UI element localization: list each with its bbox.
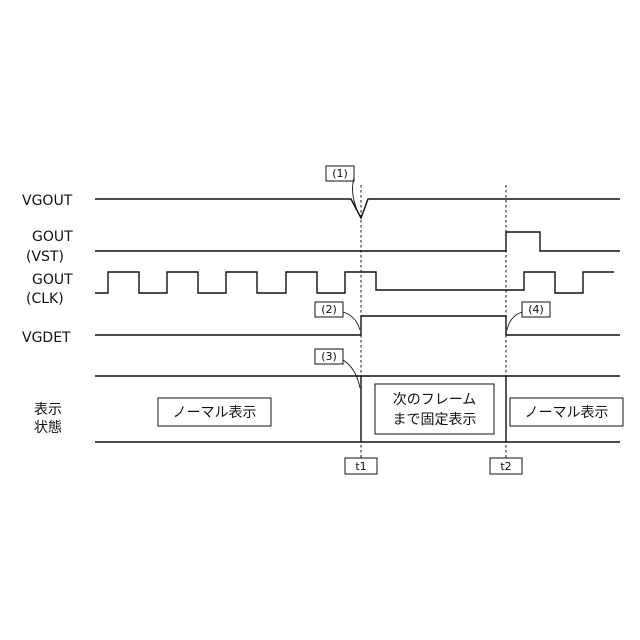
state-normal-1: ノーマル表示 — [173, 405, 257, 421]
annotation-3: (3) — [321, 350, 337, 363]
annotation-4: (4) — [528, 303, 544, 316]
marker-t2: t2 — [500, 460, 511, 473]
annotation-1: (1) — [332, 167, 348, 180]
waveform-vgout — [95, 199, 620, 218]
state-fixed-line2: まで固定表示 — [393, 412, 477, 428]
label-gout-clk-line1: GOUT — [32, 272, 73, 288]
label-gout-vst-line2: (VST) — [26, 249, 64, 265]
waveform-gout-vst — [95, 232, 620, 251]
label-display-line2: 状態 — [34, 420, 62, 436]
waveform-vgdet — [95, 316, 620, 335]
label-gout-vst-line1: GOUT — [32, 229, 73, 245]
state-fixed-line1: 次のフレーム — [393, 392, 477, 408]
label-vgdet: VGDET — [22, 330, 71, 346]
annotation-leader-3 — [343, 360, 360, 388]
label-display-line1: 表示 — [34, 402, 62, 418]
label-gout-clk-line2: (CLK) — [26, 291, 64, 307]
annotation-leader-4 — [507, 312, 522, 330]
annotation-2: (2) — [321, 303, 337, 316]
annotation-leader-2 — [343, 312, 360, 330]
label-vgout: VGOUT — [22, 193, 73, 209]
marker-t1: t1 — [355, 460, 366, 473]
state-normal-2: ノーマル表示 — [525, 405, 609, 421]
waveform-gout-clk — [95, 272, 614, 293]
